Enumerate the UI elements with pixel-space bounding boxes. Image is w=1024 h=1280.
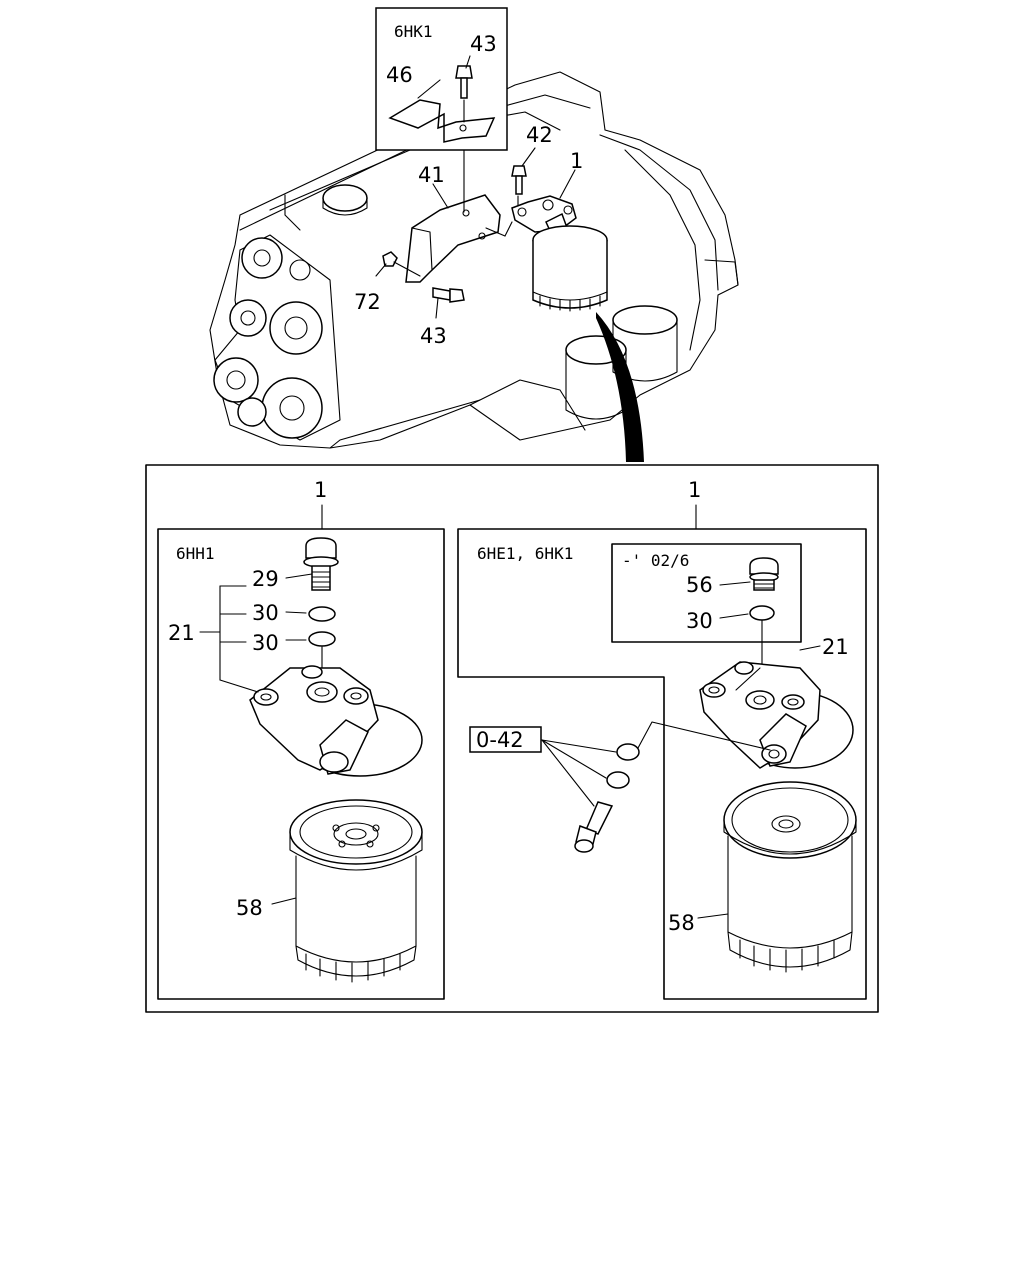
right-filter-cartridge-58 — [723, 781, 857, 973]
panel-6he1-label: 6HE1, 6HK1 — [477, 544, 573, 563]
callout-43-bottom: 43 — [420, 324, 447, 348]
callout-30-left-b: 30 — [252, 631, 279, 655]
callout-21-right: 21 — [822, 635, 849, 659]
callout-box-0-42 — [469, 726, 542, 753]
callout-1-left: 1 — [314, 478, 327, 502]
panel-6hh1-label: 6HH1 — [176, 544, 215, 563]
inset-engine-label: 6HK1 — [394, 22, 433, 41]
panel-6he1-6hk1 — [457, 528, 867, 1000]
inset-02-6 — [611, 543, 802, 643]
callout-41: 41 — [418, 163, 445, 187]
callout-58-right: 58 — [668, 911, 695, 935]
right-washer-042a — [616, 743, 640, 761]
callout-46: 46 — [386, 63, 413, 87]
top-leader-lines — [375, 55, 576, 319]
callout-0-42: 0-42 — [476, 728, 524, 752]
left-filter-cartridge-58 — [289, 799, 423, 983]
callout-30-left-a: 30 — [252, 601, 279, 625]
callout-1-right: 1 — [688, 478, 701, 502]
bracket-41 — [405, 194, 501, 283]
engine-filter-assembly — [511, 195, 608, 312]
right-bolt-042 — [574, 801, 614, 853]
right-washer-30 — [749, 605, 775, 621]
callout-1-top: 1 — [570, 149, 583, 173]
callout-29: 29 — [252, 567, 279, 591]
left-washer-30a — [308, 606, 336, 622]
bolt-43-inset — [455, 65, 473, 99]
callout-21-left: 21 — [168, 621, 195, 645]
callout-43-top: 43 — [470, 32, 497, 56]
right-plug-56 — [749, 557, 779, 591]
left-filter-head — [249, 665, 423, 777]
callout-58-left: 58 — [236, 896, 263, 920]
nut-72 — [382, 251, 398, 267]
detail-pointer-arrow — [596, 312, 644, 462]
callout-42: 42 — [526, 123, 553, 147]
inset-02-6-label: -' 02/6 — [622, 551, 689, 570]
bolt-42 — [511, 165, 527, 195]
callout-30-right: 30 — [686, 609, 713, 633]
bolt-43-lower — [432, 287, 465, 303]
left-bracket-21 — [199, 573, 313, 905]
detail-frame — [145, 464, 879, 1013]
left-bolt-29 — [303, 537, 339, 591]
right-washer-042b — [606, 771, 630, 789]
right-leader-lines — [541, 721, 771, 919]
bracket-46 — [388, 99, 496, 143]
left-washer-30b — [308, 631, 336, 647]
callout-56: 56 — [686, 573, 713, 597]
right-filter-head — [699, 661, 854, 769]
panel-6hh1 — [157, 528, 445, 1000]
callout-72: 72 — [354, 290, 381, 314]
